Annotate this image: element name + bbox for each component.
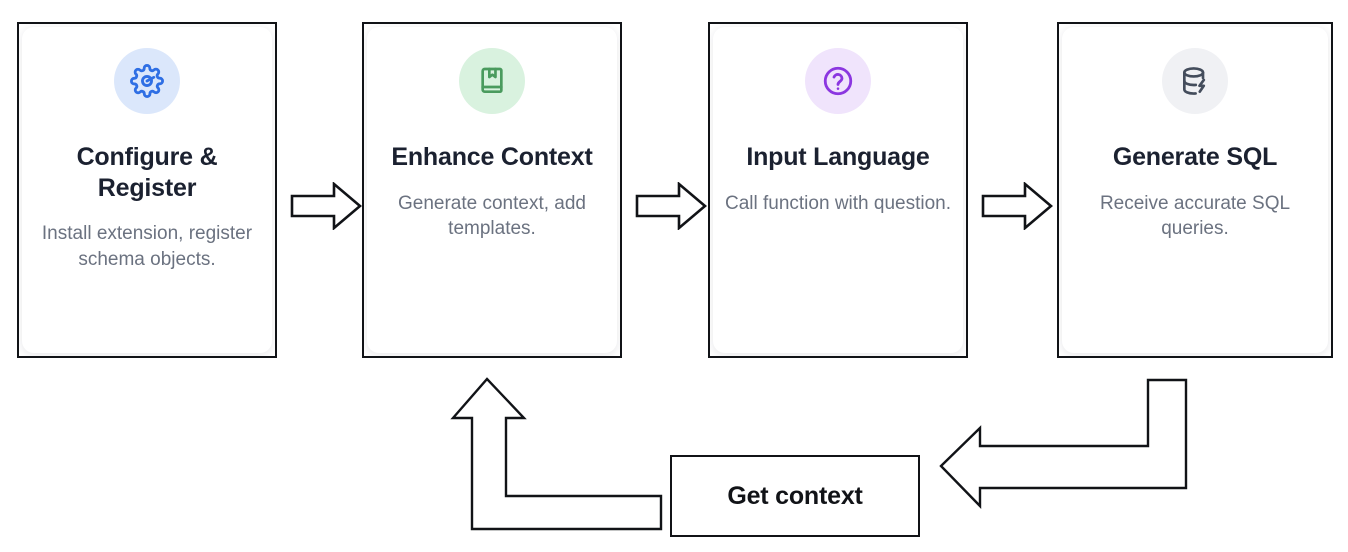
connector-arrow-1-2 — [290, 182, 362, 230]
step-description: Install extension, register schema objec… — [41, 223, 253, 270]
arrow-up-elbow-icon — [448, 376, 663, 531]
step-card-configure-register[interactable]: Configure & Register Install extension, … — [17, 22, 277, 358]
question-circle-icon — [821, 64, 855, 98]
gear-icon — [130, 64, 164, 98]
arrow-right-icon — [981, 182, 1053, 230]
step-title: Configure & Register — [76, 143, 218, 202]
step-card-generate-sql[interactable]: Generate SQL Receive accurate SQL querie… — [1057, 22, 1333, 358]
step-title: Input Language — [746, 143, 930, 171]
step-title: Generate SQL — [1112, 143, 1278, 171]
get-context-box[interactable]: Get context — [670, 455, 920, 537]
get-context-label: Get context — [727, 481, 863, 510]
database-bolt-icon-badge — [1162, 48, 1228, 114]
feedback-arrow-up — [448, 376, 663, 531]
connector-arrow-3-4 — [981, 182, 1053, 230]
step-card-input-language[interactable]: Input Language Call function with questi… — [708, 22, 968, 358]
step-description: Call function with question. — [724, 192, 951, 214]
question-circle-icon-badge — [805, 48, 871, 114]
step-description: Receive accurate SQL queries. — [1099, 192, 1291, 240]
step-card-enhance-context[interactable]: Enhance Context Generate context, add te… — [362, 22, 622, 358]
arrow-right-icon — [635, 182, 707, 230]
book-bookmark-icon-badge — [459, 48, 525, 114]
feedback-arrow-left — [938, 378, 1188, 530]
database-bolt-icon — [1179, 65, 1211, 97]
book-bookmark-icon — [476, 65, 508, 97]
connector-arrow-2-3 — [635, 182, 707, 230]
step-description: Generate context, add templates. — [397, 192, 586, 240]
step-title: Enhance Context — [391, 143, 593, 171]
arrow-right-icon — [290, 182, 362, 230]
gear-icon-badge — [114, 48, 180, 114]
arrow-left-elbow-icon — [938, 378, 1188, 530]
